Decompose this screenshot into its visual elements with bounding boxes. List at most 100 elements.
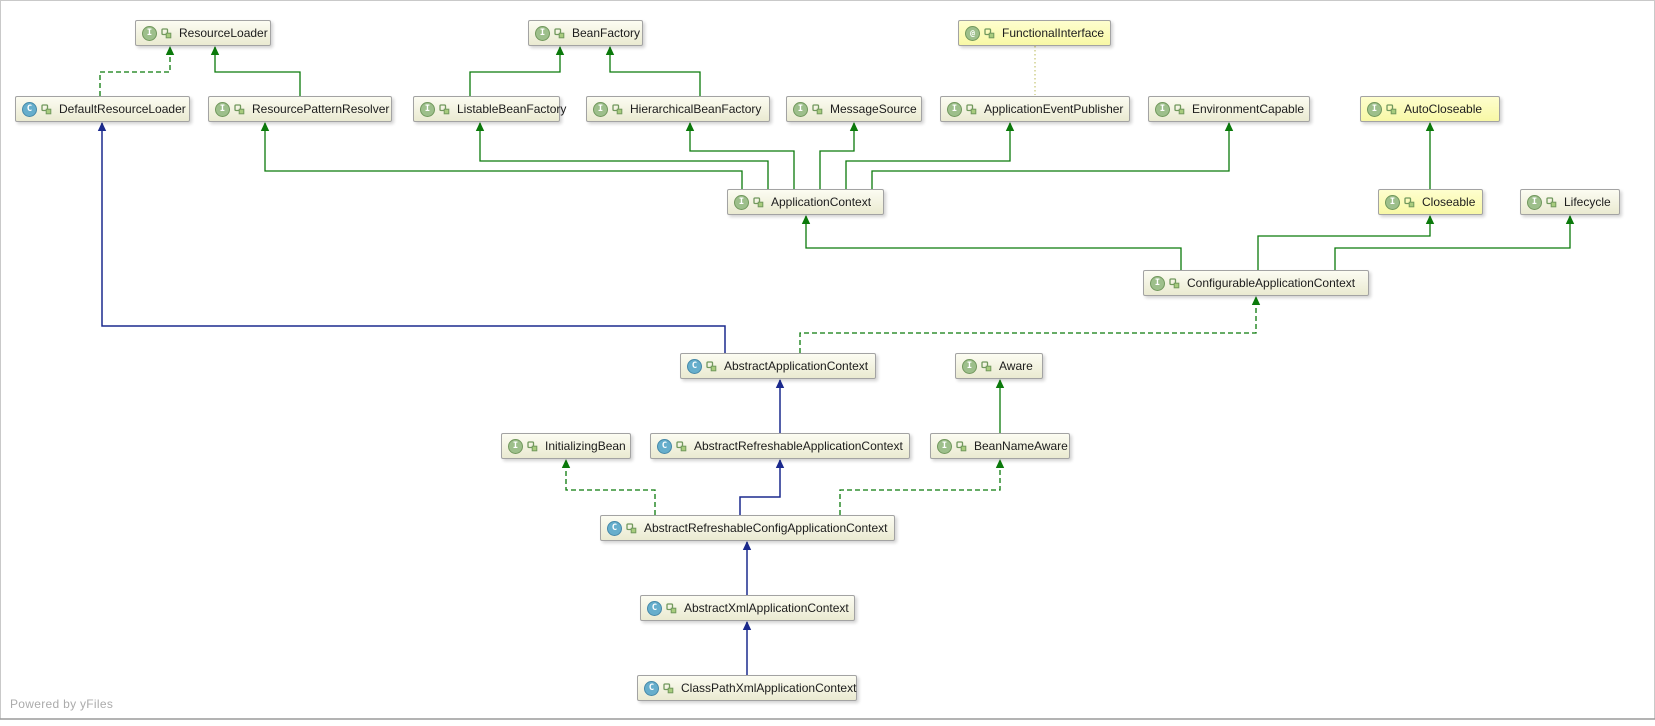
node-ListableBeanFactory[interactable]: I ListableBeanFactory [413,96,566,122]
key-icon [1386,103,1397,114]
class-icon: C [647,600,662,616]
class-icon: C [644,680,659,696]
class-name-label: BeanFactory [572,26,641,40]
class-name-label: Lifecycle [1564,195,1611,209]
node-InitializingBean[interactable]: I InitializingBean [501,433,631,459]
key-icon [956,440,967,451]
node-MessageSource[interactable]: I MessageSource [786,96,922,122]
edge-ApplicationContext-ListableBeanFactory [475,122,769,189]
node-AutoCloseable[interactable]: I AutoCloseable [1360,96,1500,122]
edge-ConfigurableApplicationContext-ApplicationContext [801,215,1182,270]
edge-AbstractApplicationContext-ConfigurableApplicationContext [799,296,1261,353]
class-name-label: ListableBeanFactory [457,102,567,116]
node-ResourceLoader[interactable]: I ResourceLoader [135,20,271,46]
class-icon: C [687,358,702,374]
edge-AbstractApplicationContext-DefaultResourceLoader [97,122,726,353]
interface-icon: I [1150,275,1165,291]
interface-icon: I [142,25,157,41]
node-FunctionalInterface[interactable]: @ FunctionalInterface [958,20,1111,46]
node-BeanFactory[interactable]: I BeanFactory [528,20,643,46]
edge-AbstractRefreshableConfigApplicationContext-AbstractRefreshableApplicationContext [739,459,785,515]
class-name-label: ResourceLoader [179,26,268,40]
class-name-label: MessageSource [830,102,917,116]
key-icon [1169,277,1180,288]
interface-icon: I [593,101,608,117]
interface-icon: I [1385,194,1400,210]
class-icon: C [607,520,622,536]
class-name-label: AbstractRefreshableConfigApplicationCont… [644,521,888,535]
class-name-label: ConfigurableApplicationContext [1187,276,1356,290]
node-EnvironmentCapable[interactable]: I EnvironmentCapable [1148,96,1310,122]
node-Closeable[interactable]: I Closeable [1378,189,1483,215]
node-AbstractXmlApplicationContext[interactable]: C AbstractXmlApplicationContext [640,595,855,621]
class-name-label: BeanNameAware [974,439,1068,453]
class-icon: C [22,101,37,117]
class-name-label: EnvironmentCapable [1192,102,1305,116]
key-icon [161,27,172,38]
key-icon [666,602,677,613]
node-AbstractApplicationContext[interactable]: C AbstractApplicationContext [680,353,876,379]
key-icon [812,103,823,114]
annotation-icon: @ [965,25,980,41]
interface-icon: I [947,101,962,117]
interface-icon: I [937,438,952,454]
node-ApplicationEventPublisher[interactable]: I ApplicationEventPublisher [940,96,1130,122]
edge-AbstractRefreshableConfigApplicationContext-InitializingBean [561,459,656,515]
class-icon: C [657,438,672,454]
interface-icon: I [1155,101,1170,117]
key-icon [966,103,977,114]
key-icon [439,103,450,114]
edge-ApplicationContext-EnvironmentCapable [871,122,1234,189]
class-name-label: ApplicationContext [771,195,872,209]
interface-icon: I [535,25,550,41]
interface-icon: I [1367,101,1382,117]
node-AbstractRefreshableApplicationContext[interactable]: C AbstractRefreshableApplicationContext [650,433,910,459]
key-icon [984,27,995,38]
edge-ApplicationContext-ResourcePatternResolver [260,122,743,189]
edge-ApplicationContext-HierarchicalBeanFactory [685,122,795,189]
key-icon [706,360,717,371]
class-name-label: AbstractApplicationContext [724,359,869,373]
edge-ApplicationContext-ApplicationEventPublisher [845,122,1015,189]
class-name-label: InitializingBean [545,439,626,453]
yfiles-watermark: Powered by yFiles [10,697,114,711]
key-icon [663,682,674,693]
key-icon [626,522,637,533]
key-icon [234,103,245,114]
key-icon [41,103,52,114]
class-name-label: HierarchicalBeanFactory [630,102,762,116]
class-name-label: AbstractXmlApplicationContext [684,601,849,615]
key-icon [1404,196,1415,207]
interface-icon: I [793,101,808,117]
node-DefaultResourceLoader[interactable]: C DefaultResourceLoader [15,96,190,122]
class-name-label: FunctionalInterface [1002,26,1105,40]
class-name-label: Closeable [1422,195,1476,209]
node-HierarchicalBeanFactory[interactable]: I HierarchicalBeanFactory [586,96,770,122]
node-ApplicationContext[interactable]: I ApplicationContext [727,189,884,215]
interface-icon: I [734,194,749,210]
class-name-label: AbstractRefreshableApplicationContext [694,439,903,453]
class-name-label: ApplicationEventPublisher [984,102,1124,116]
edge-DefaultResourceLoader-ResourceLoader [99,46,175,96]
node-BeanNameAware[interactable]: I BeanNameAware [930,433,1070,459]
key-icon [1546,196,1557,207]
node-ClassPathXmlApplicationContext[interactable]: C ClassPathXmlApplicationContext [637,675,857,701]
interface-icon: I [420,101,435,117]
node-AbstractRefreshableConfigApplicationContext[interactable]: C AbstractRefreshableConfigApplicationCon… [600,515,895,541]
edge-ListableBeanFactory-BeanFactory [469,46,565,96]
interface-icon: I [508,438,523,454]
node-ConfigurableApplicationContext[interactable]: I ConfigurableApplicationContext [1143,270,1369,296]
class-name-label: DefaultResourceLoader [59,102,186,116]
interface-icon: I [962,358,977,374]
key-icon [527,440,538,451]
key-icon [554,27,565,38]
key-icon [753,196,764,207]
class-name-label: ClassPathXmlApplicationContext [681,681,857,695]
class-name-label: AutoCloseable [1404,102,1483,116]
edge-ConfigurableApplicationContext-Closeable [1257,215,1435,270]
edge-AbstractRefreshableConfigApplicationContext-BeanNameAware [839,459,1005,515]
